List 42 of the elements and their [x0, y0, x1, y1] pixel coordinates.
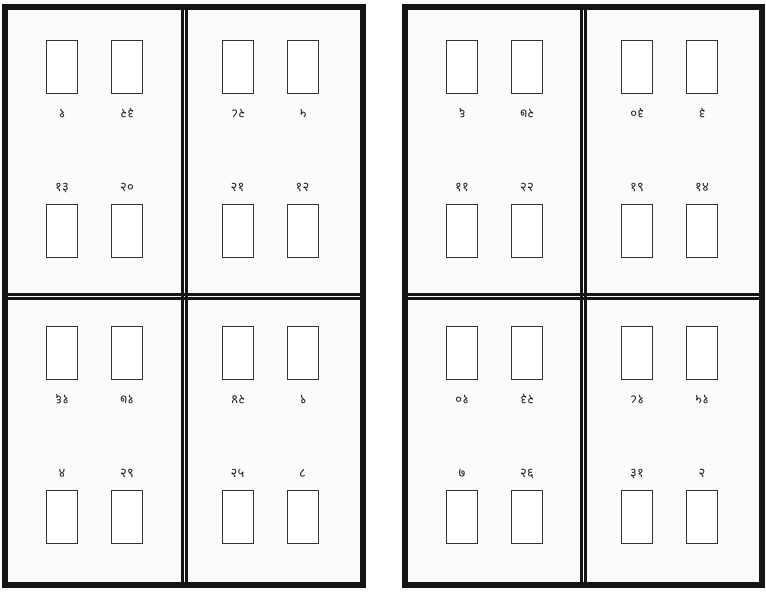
page-number: १: [58, 104, 66, 120]
page-number: २: [698, 466, 706, 482]
page-number: १३: [54, 180, 70, 196]
page-section: [5, 292, 188, 585]
page-number: ६: [458, 104, 466, 120]
page-number: २२: [519, 180, 535, 196]
page-number: १२: [294, 180, 310, 196]
page-number: १६: [54, 390, 70, 406]
page-number: २९: [119, 466, 135, 482]
page-number: ३२: [119, 104, 135, 120]
page-number: ३: [698, 104, 706, 120]
page-number: १८: [629, 390, 645, 406]
page-number: १४: [694, 180, 710, 196]
page-section: [180, 292, 363, 585]
page-number: २१: [230, 180, 246, 196]
page-section: [5, 7, 188, 300]
page-number: २६: [519, 466, 535, 482]
page-number: ३१: [629, 466, 645, 482]
page-section: [405, 7, 587, 300]
sheet-outline: [2, 4, 366, 588]
page-number: १९: [629, 180, 645, 196]
sheet-outline: [402, 4, 765, 588]
page-number: २७: [519, 104, 535, 120]
page-number: २०: [119, 180, 135, 196]
page-number: १५: [694, 390, 710, 406]
page-number: ४: [58, 466, 66, 482]
page-section: [580, 7, 762, 300]
page-section: [180, 7, 363, 300]
page-number: ९: [298, 390, 307, 406]
page-number: १०: [454, 390, 470, 406]
page-section: [580, 292, 762, 585]
page-number: २४: [230, 390, 246, 406]
page-number: ७: [458, 466, 466, 482]
page-number: २५: [230, 466, 246, 482]
page-section: [405, 292, 587, 585]
page-number: ५: [298, 104, 307, 120]
page-number: ११: [454, 180, 470, 196]
page-number: १७: [119, 390, 135, 406]
page-number: ३०: [629, 104, 645, 120]
page-number: ८: [298, 466, 307, 482]
page-number: २८: [230, 104, 246, 120]
page-number: २३: [519, 390, 535, 406]
